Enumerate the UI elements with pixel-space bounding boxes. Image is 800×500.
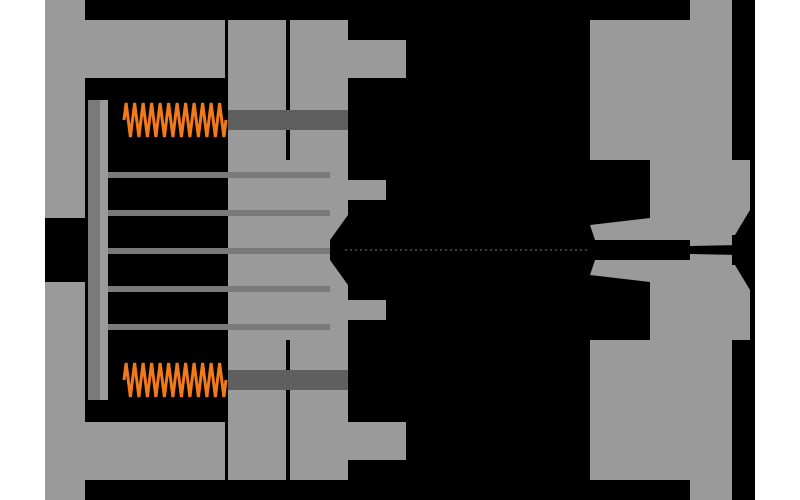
moving-mold-body <box>228 20 406 480</box>
sprue-channel <box>590 245 740 255</box>
top-back-plate <box>85 20 225 78</box>
upper-guide-pin <box>348 40 406 78</box>
lower-mold-block-right <box>290 340 348 480</box>
ejector-pin-2 <box>108 210 330 216</box>
lower-guide-pin <box>348 422 406 460</box>
upper-mold-block-right <box>290 20 348 160</box>
upper-spring-rod <box>228 110 348 130</box>
stationary-block-lower <box>590 340 690 480</box>
left-platen <box>45 0 85 500</box>
upper-mold-block-left <box>228 20 286 160</box>
stationary-block-upper <box>590 20 690 160</box>
injection-nozzle <box>732 160 750 235</box>
stationary-mold-half <box>590 20 690 480</box>
ejector-plate <box>100 100 108 400</box>
upper-return-spring <box>122 102 228 138</box>
stationary-cavity-upper <box>590 160 690 240</box>
lower-core-insert <box>328 300 386 320</box>
ejector-pins <box>108 172 330 330</box>
left-platen-upper <box>45 0 85 218</box>
stationary-platen <box>590 0 750 500</box>
lower-mold-block-left <box>228 340 286 480</box>
return-springs <box>122 102 228 398</box>
ejector-pin-1 <box>108 172 330 178</box>
ejector-retainer <box>88 100 100 400</box>
stationary-cavity-lower <box>590 260 690 340</box>
bottom-back-plate <box>85 422 225 480</box>
lower-spring-rod <box>228 370 348 390</box>
ejector-pin-5 <box>108 324 330 330</box>
core-face <box>328 160 348 340</box>
upper-core-insert <box>328 180 386 200</box>
injection-nozzle-lower <box>732 265 750 340</box>
ejector-pin-4 <box>108 286 330 292</box>
ejector-pin-3 <box>108 248 330 254</box>
left-platen-lower <box>45 282 85 500</box>
lower-return-spring <box>122 362 228 398</box>
